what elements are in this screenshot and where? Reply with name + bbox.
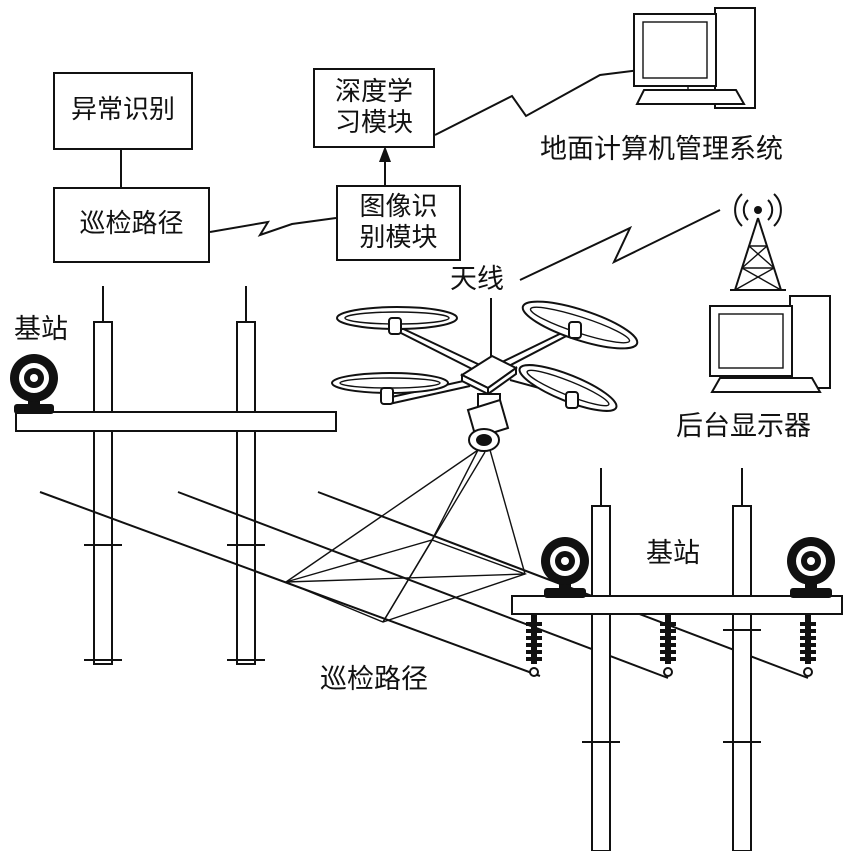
anomaly-recognition-box: 异常识别 [53, 72, 193, 150]
image-recognition-line1: 图像识 [359, 191, 438, 222]
image-recognition-module-box: 图像识 别模块 [336, 185, 461, 261]
webcam-icon [10, 354, 58, 414]
deep-learning-line1: 深度学 [334, 76, 413, 107]
power-lines [39, 491, 809, 679]
right-crossarm [511, 595, 843, 615]
image-recognition-line2: 别模块 [359, 223, 438, 253]
right-poles [582, 468, 761, 852]
ground-system-label: 地面计算机管理系统 [540, 134, 783, 165]
webcam-icon [787, 537, 835, 598]
insulator-icon [526, 614, 542, 677]
left-poles [84, 286, 265, 665]
inspection-path-box-label: 巡检路径 [79, 209, 184, 240]
base-station-label-right: 基站 [646, 538, 700, 569]
insulator-icon [800, 614, 816, 677]
base-station-label-left: 基站 [14, 314, 68, 345]
webcam-icon [541, 537, 589, 598]
insulator-icon [660, 614, 676, 677]
inspection-path-label: 巡检路径 [320, 664, 428, 695]
deep-learning-line2: 习模块 [334, 108, 413, 138]
backend-display-label: 后台显示器 [676, 411, 811, 442]
wireless-link-path-image [209, 217, 337, 237]
left-crossarm [15, 411, 337, 432]
radio-tower-icon [730, 193, 786, 291]
arrow-head [379, 146, 391, 162]
desktop-computer-icon [709, 295, 831, 393]
inspection-path-box: 巡检路径 [53, 187, 210, 263]
deep-learning-module-box: 深度学 习模块 [313, 68, 435, 148]
desktop-computer-icon [633, 7, 756, 109]
wireless-link-antenna-tower [519, 209, 721, 281]
antenna-label: 天线 [450, 264, 504, 295]
anomaly-label: 异常识别 [70, 95, 175, 126]
wireless-link-deep-ground [434, 69, 641, 136]
camera-field-of-view [283, 449, 528, 623]
quadcopter-drone-icon [331, 298, 639, 452]
